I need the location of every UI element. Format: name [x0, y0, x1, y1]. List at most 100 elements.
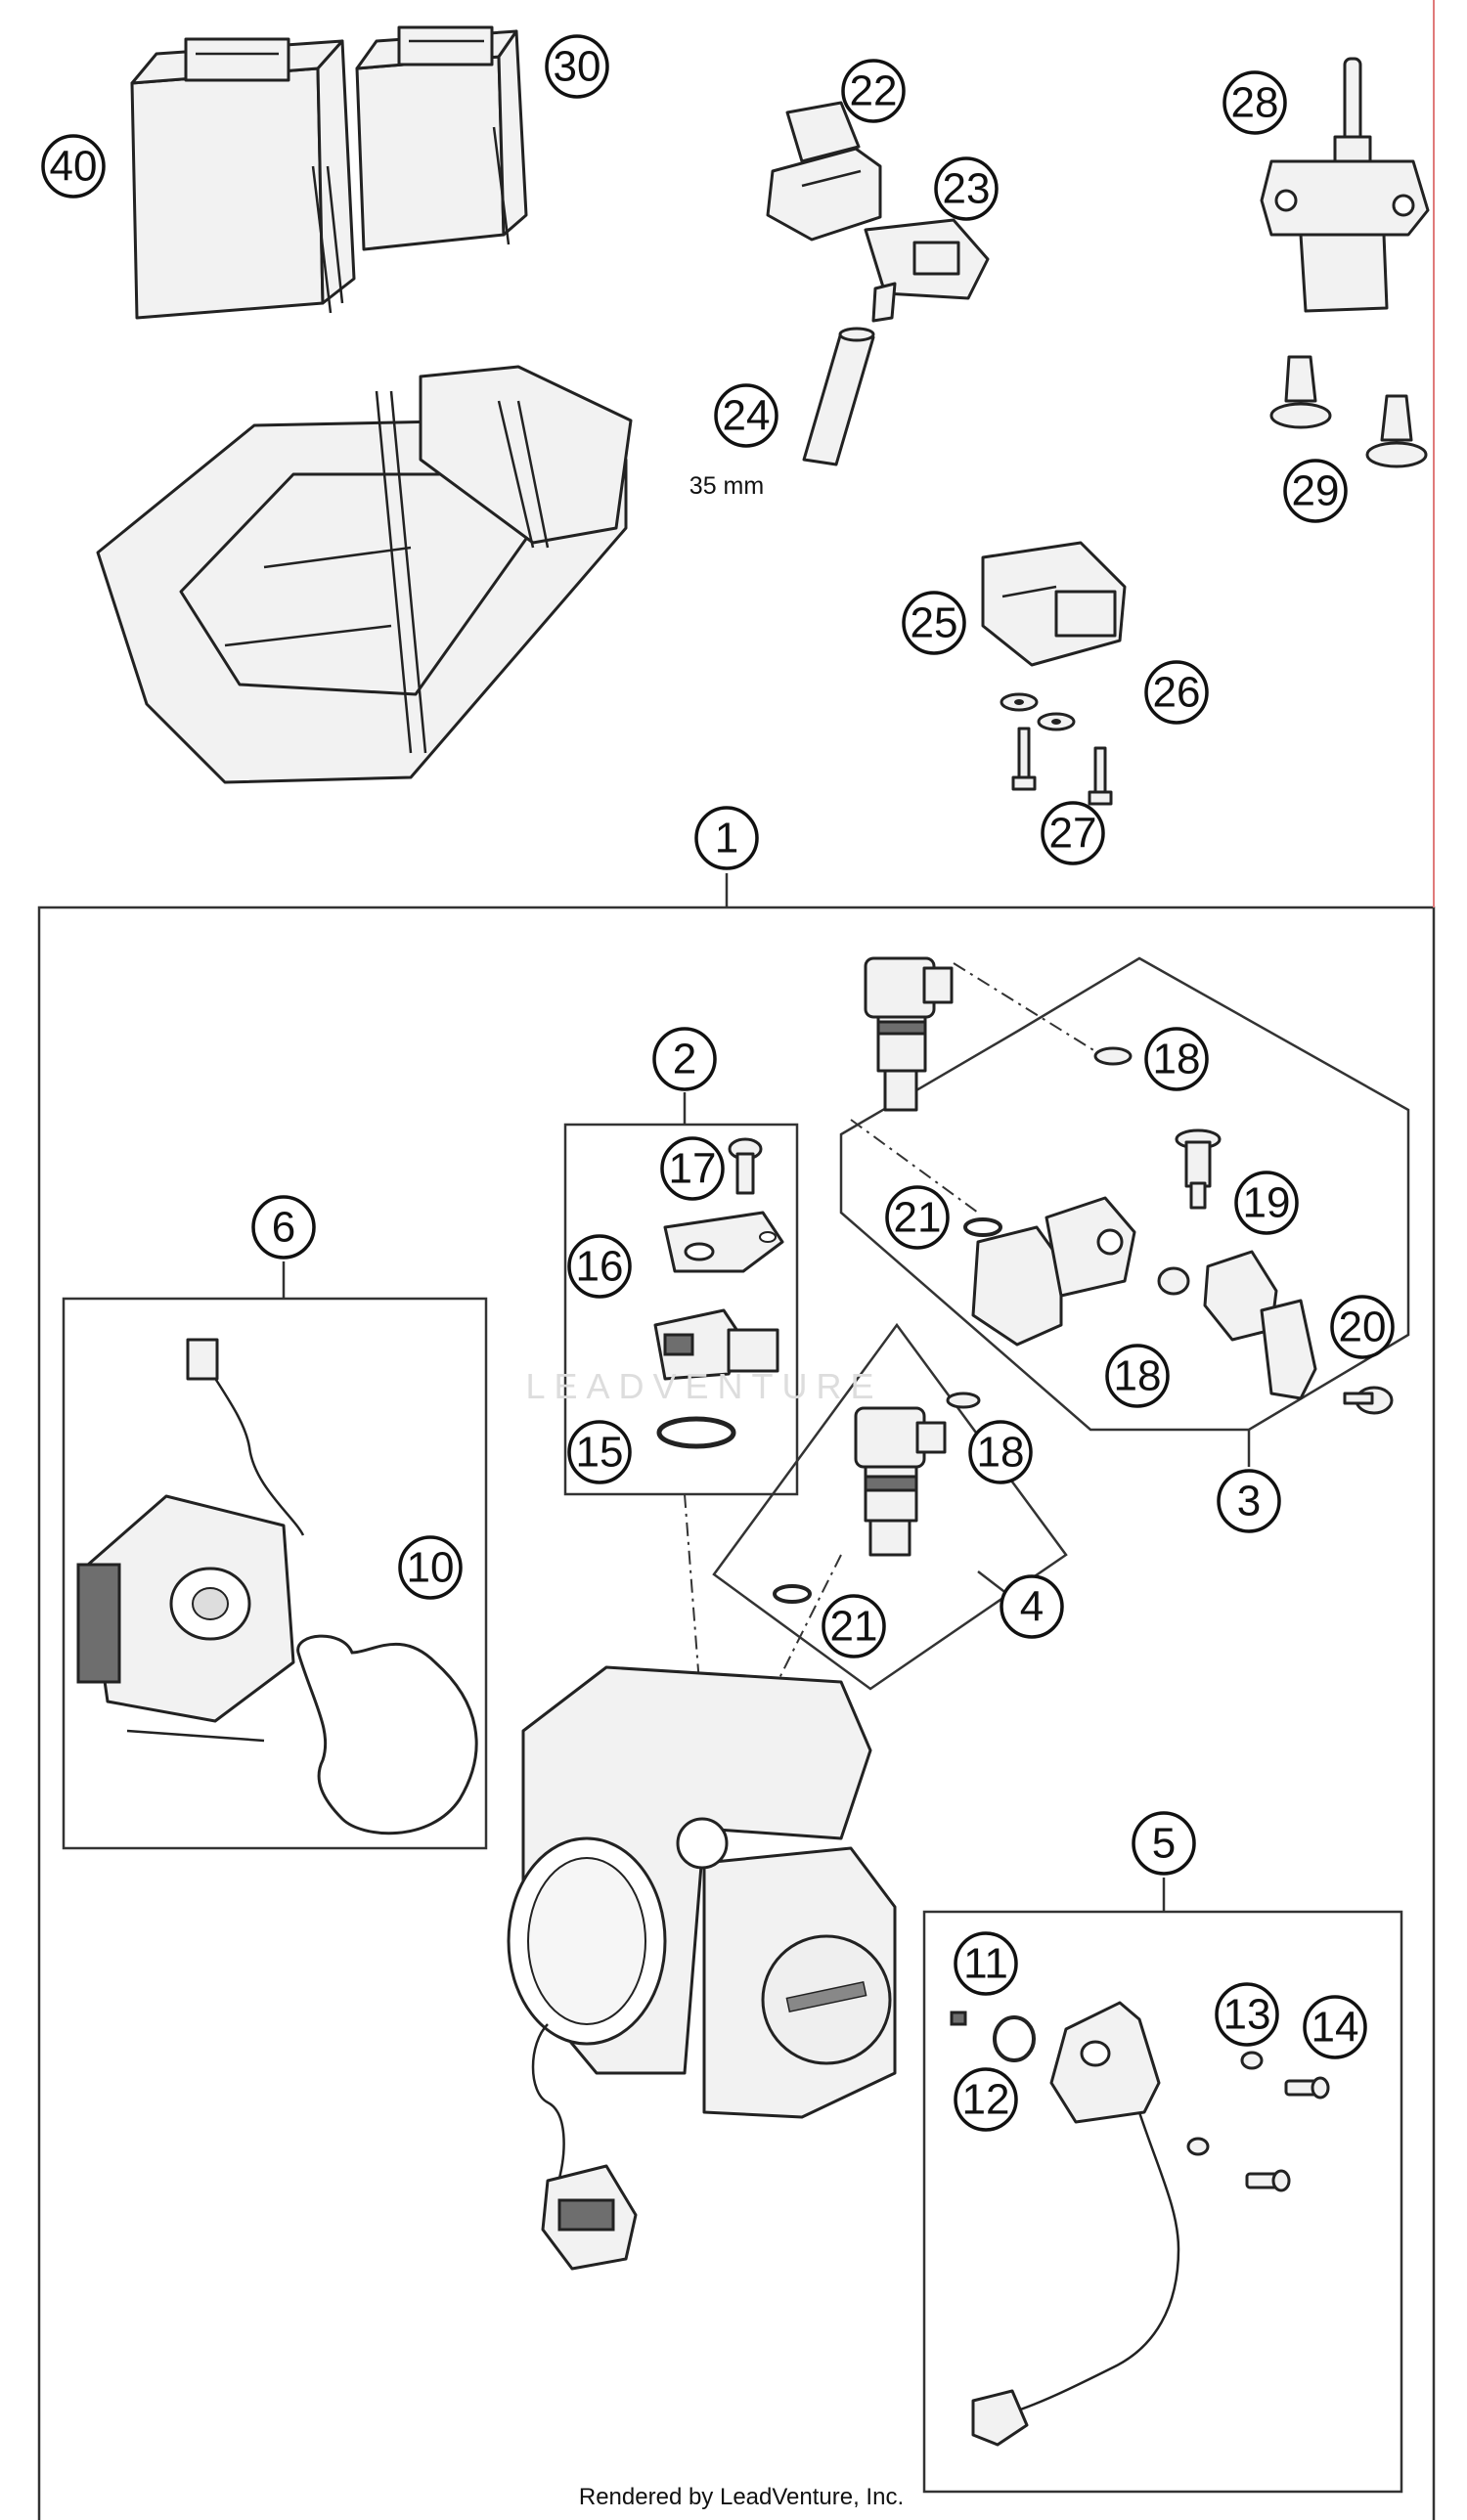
oring-15 — [656, 1416, 736, 1449]
svg-text:18: 18 — [1114, 1352, 1162, 1400]
svg-text:12: 12 — [962, 2076, 1010, 2124]
svg-text:18: 18 — [977, 1429, 1025, 1477]
callout-4-leader — [977, 1570, 1008, 1595]
svg-text:26: 26 — [1153, 669, 1201, 717]
svg-text:22: 22 — [850, 67, 898, 115]
callout-40: 40 — [41, 134, 106, 199]
svg-text:6: 6 — [272, 1204, 295, 1252]
callout-22: 22 — [841, 59, 906, 123]
callout-17: 17 — [660, 1136, 725, 1201]
svg-text:2: 2 — [673, 1036, 696, 1083]
relay-25 — [981, 541, 1127, 667]
callout-16: 16 — [567, 1234, 632, 1299]
callout-26: 26 — [1144, 660, 1209, 725]
sensor-15 — [653, 1308, 779, 1381]
sensor-23 — [864, 218, 990, 323]
callout-15: 15 — [567, 1420, 632, 1484]
callout-12: 12 — [954, 2067, 1018, 2132]
group-frames — [37, 0, 1436, 2520]
footer-credit: Rendered by LeadVenture, Inc. — [579, 2484, 904, 2510]
ecu-tray — [96, 365, 633, 784]
oring-21b — [773, 1584, 812, 1604]
svg-text:30: 30 — [554, 43, 601, 91]
callout-18-top: 18 — [1144, 1027, 1209, 1091]
svg-text:4: 4 — [1020, 1583, 1044, 1631]
throttle-body — [507, 1665, 897, 2271]
svg-text:40: 40 — [50, 143, 98, 191]
callout-3: 3 — [1217, 1469, 1281, 1533]
svg-text:14: 14 — [1311, 2004, 1359, 2052]
svg-text:18: 18 — [1153, 1036, 1201, 1083]
screws-29 — [1269, 355, 1428, 468]
callout-18-low: 18 — [968, 1420, 1033, 1484]
plug-11 — [950, 2011, 967, 2026]
callout-14: 14 — [1303, 1995, 1367, 2059]
callout-5: 5 — [1132, 1811, 1196, 1876]
washers-13 — [1186, 2051, 1264, 2156]
bolt-19 — [1175, 1128, 1222, 1210]
callout-13: 13 — [1215, 1982, 1279, 2047]
dash-line-upper — [953, 962, 1104, 1057]
oring-21a — [963, 1217, 1002, 1237]
callout-1: 1 — [694, 806, 759, 870]
svg-text:19: 19 — [1243, 1179, 1291, 1227]
callout-30: 30 — [545, 34, 609, 99]
idle-actuator — [76, 1338, 305, 1743]
callout-29: 29 — [1283, 459, 1348, 523]
callout-6: 6 — [251, 1195, 316, 1260]
pressure-regulator — [1203, 1250, 1317, 1400]
sensor-28 — [1260, 57, 1430, 313]
bracket-16 — [663, 1211, 784, 1273]
callout-11: 11 — [954, 1931, 1018, 1996]
svg-text:20: 20 — [1339, 1304, 1387, 1351]
ecu-30 — [355, 25, 528, 251]
screw-17 — [728, 1137, 763, 1195]
svg-text:5: 5 — [1152, 1820, 1176, 1868]
watermark: LEADVENTURE — [525, 1366, 882, 1406]
callout-21-low: 21 — [822, 1594, 886, 1658]
svg-text:13: 13 — [1223, 1991, 1271, 2039]
svg-text:11: 11 — [963, 1940, 1008, 1988]
gasket-10 — [296, 1634, 478, 1835]
svg-text:27: 27 — [1049, 810, 1097, 858]
callout-19: 19 — [1234, 1171, 1299, 1235]
callout-10: 10 — [398, 1535, 463, 1600]
bolts-27 — [1011, 727, 1113, 806]
ecu-body — [130, 66, 325, 320]
washers-26 — [1000, 692, 1076, 731]
callout-24: 24 — [714, 383, 778, 448]
svg-text:1: 1 — [715, 815, 738, 862]
group-2-box — [563, 1123, 799, 1496]
callout-28: 28 — [1222, 70, 1287, 135]
dash-line-tps — [684, 1493, 703, 1722]
fuel-rail — [971, 1196, 1136, 1347]
callout-18-mid: 18 — [1105, 1344, 1170, 1408]
group-6-box — [62, 1297, 488, 1850]
svg-text:23: 23 — [943, 165, 991, 213]
callout-25: 25 — [902, 591, 966, 655]
group-5-box — [922, 1910, 1403, 2494]
oring-18b — [1157, 1266, 1190, 1296]
ecu-40 — [130, 37, 356, 320]
injector-upper — [864, 956, 954, 1112]
svg-text:10: 10 — [407, 1544, 455, 1592]
svg-text:21: 21 — [894, 1194, 942, 1242]
oring-12 — [993, 2015, 1036, 2062]
svg-text:28: 28 — [1231, 79, 1279, 127]
screw-20 — [1343, 1386, 1394, 1415]
dimension-label: 35 mm — [689, 472, 764, 500]
callout-20: 20 — [1330, 1295, 1395, 1359]
svg-text:17: 17 — [669, 1145, 717, 1193]
oring-18c — [946, 1392, 981, 1409]
connector-22 — [766, 101, 882, 242]
sensor-5 — [971, 2001, 1180, 2447]
hose-24 — [802, 327, 875, 466]
svg-text:25: 25 — [911, 599, 958, 647]
svg-text:15: 15 — [576, 1429, 624, 1477]
callout-27: 27 — [1041, 801, 1105, 865]
assembly-1-frame — [37, 906, 1436, 2520]
svg-text:3: 3 — [1237, 1478, 1261, 1525]
ecu-body — [355, 55, 506, 251]
callout-4: 4 — [1000, 1574, 1064, 1639]
injector-lower — [854, 1406, 947, 1557]
